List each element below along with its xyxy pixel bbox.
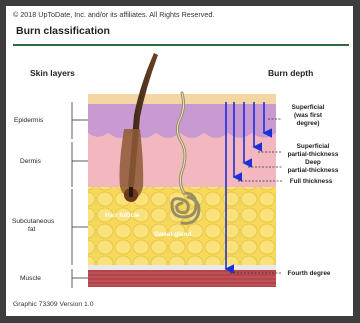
superficial-label-line1: Superficial [292, 104, 325, 111]
fascia-layer [88, 265, 276, 270]
copyright-text: © 2018 UpToDate, Inc. and/or its affilia… [13, 10, 214, 19]
hair-root [129, 187, 133, 197]
graphic-version: Graphic 73309 Version 1.0 [13, 301, 93, 308]
burn-depth-heading: Burn depth [268, 68, 313, 78]
subcutaneous-bracket [72, 189, 88, 265]
subcutaneous-label-line1: Subcutaneous [12, 218, 55, 225]
page-title: Burn classification [16, 25, 110, 37]
muscle-bracket [72, 269, 88, 288]
sweat-gland-label: Sweat gland [154, 231, 191, 238]
fourth-degree-label: Fourth degree [288, 270, 331, 277]
deep-partial-label-line1: Deep [305, 159, 321, 166]
muscle-label: Muscle [20, 275, 41, 282]
skin-layers-heading: Skin layers [30, 68, 75, 78]
title-divider [13, 44, 349, 46]
superficial-label-line3: degree) [296, 120, 319, 127]
superficial-partial-label-line2: partial-thickness [288, 151, 339, 158]
deep-partial-label-line2: partial-thickness [288, 167, 339, 174]
dermis-label: Dermis [20, 158, 42, 165]
hair-follicle-label: Hair follicle [105, 212, 140, 219]
burn-diagram: Skin layers Burn depth [6, 47, 353, 297]
superficial-partial-label-line1: Superficial [297, 143, 330, 150]
epidermis-bracket [72, 102, 88, 139]
superficial-label-line2: (was first [294, 112, 323, 119]
epidermis-label: Epidermis [14, 117, 44, 124]
subcutaneous-label-line2: fat [28, 226, 35, 233]
dermis-bracket [72, 142, 88, 187]
muscle-layer [88, 270, 276, 287]
figure-panel: © 2018 UpToDate, Inc. and/or its affilia… [6, 6, 353, 316]
full-thickness-label: Full thickness [290, 178, 333, 185]
